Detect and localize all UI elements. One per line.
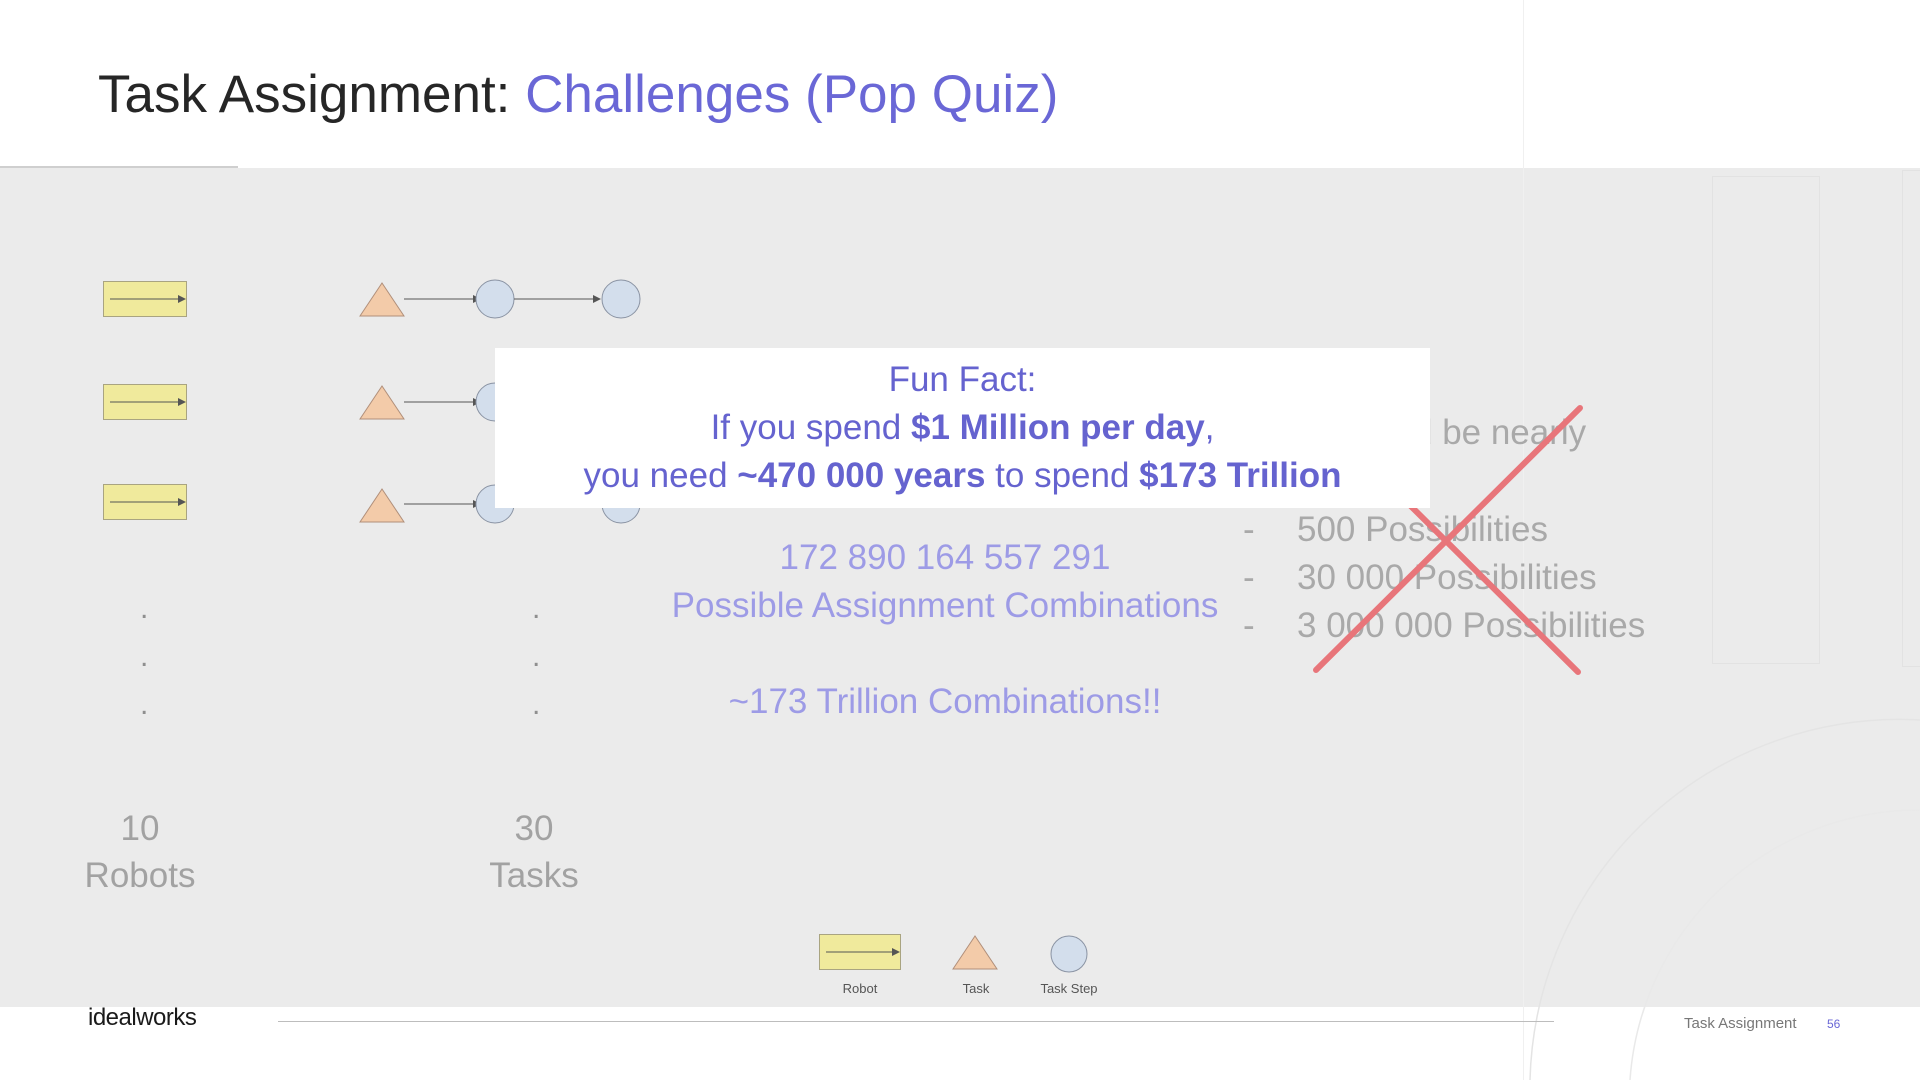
task-icon [359, 385, 405, 420]
option-text: 3 000 000 Possibilities [1297, 606, 1646, 645]
legend-task-icon [952, 935, 998, 970]
text-bold: $1 Million per day [910, 408, 1205, 447]
robot-icon [103, 281, 187, 317]
fun-fact-heading: Fun Fact: [888, 360, 1037, 399]
footer-section: Task Assignment [1684, 1015, 1797, 1032]
fun-fact-line-2: you need ~470 000 years to spend $173 Tr… [495, 456, 1430, 496]
title-underline [0, 166, 238, 168]
fun-fact-line-1: If you spend $1 Million per day, [495, 408, 1430, 448]
decoration-rect [1712, 176, 1820, 664]
title-accent: Challenges (Pop Quiz) [525, 65, 1059, 124]
ellipsis-dot: . [532, 592, 541, 625]
slide-title: Task Assignment: Challenges (Pop Quiz) [98, 65, 1059, 124]
combinations-label: Possible Assignment Combinations [671, 586, 1219, 625]
ellipsis-dot: . [532, 640, 541, 673]
content-panel [0, 168, 1920, 1007]
option-text: 30 000 Possibilities [1297, 558, 1597, 597]
option-dash: - [1243, 510, 1255, 549]
ellipsis-dot: . [140, 688, 149, 721]
text-span: to spend [985, 456, 1140, 495]
robot-icon [103, 484, 187, 520]
legend-task-step-icon [1050, 935, 1088, 973]
task-icon [359, 282, 405, 317]
robots-count: 10 Robots [60, 805, 220, 899]
robots-number: 10 [120, 809, 160, 848]
legend-task-step-label: Task Step [1040, 981, 1098, 996]
tasks-number: 30 [514, 809, 554, 848]
tasks-label: Tasks [489, 856, 579, 895]
footer-divider [278, 1021, 1554, 1022]
decoration-rect [1902, 170, 1920, 667]
legend-task-label: Task [962, 981, 990, 996]
text-span: , [1204, 408, 1215, 447]
ellipsis-dot: . [532, 688, 541, 721]
legend-robot-label: Robot [842, 981, 878, 996]
title-plain: Task Assignment: [98, 65, 526, 124]
decoration-arc [1529, 718, 1920, 1080]
page-number: 56 [1827, 1017, 1841, 1031]
combinations-number: 172 890 164 557 291 [779, 538, 1111, 577]
ellipsis-dot: . [140, 592, 149, 625]
quiz-option: - 30 000 Possibilities [1243, 558, 1597, 598]
text-bold: ~470 000 years [737, 456, 986, 495]
option-dash: - [1243, 606, 1255, 645]
fun-fact-box: Fun Fact: If you spend $1 Million per da… [495, 348, 1430, 508]
tasks-count: 30 Tasks [454, 805, 614, 899]
combinations-summary: ~173 Trillion Combinations!! [728, 682, 1162, 721]
option-dash: - [1243, 558, 1255, 597]
quiz-option: - 3 000 000 Possibilities [1243, 606, 1645, 646]
company-logo: idealworks [88, 1004, 197, 1031]
robots-label: Robots [84, 856, 196, 895]
task-step-icon [601, 279, 641, 319]
text-bold: $173 Trillion [1139, 456, 1342, 495]
ellipsis-dot: . [140, 640, 149, 673]
text-span: If you spend [710, 408, 911, 447]
legend-robot-icon [819, 934, 901, 970]
decoration-line [1523, 0, 1524, 1080]
text-span: you need [583, 456, 738, 495]
task-step-icon [475, 279, 515, 319]
task-icon [359, 488, 405, 523]
robot-icon [103, 384, 187, 420]
